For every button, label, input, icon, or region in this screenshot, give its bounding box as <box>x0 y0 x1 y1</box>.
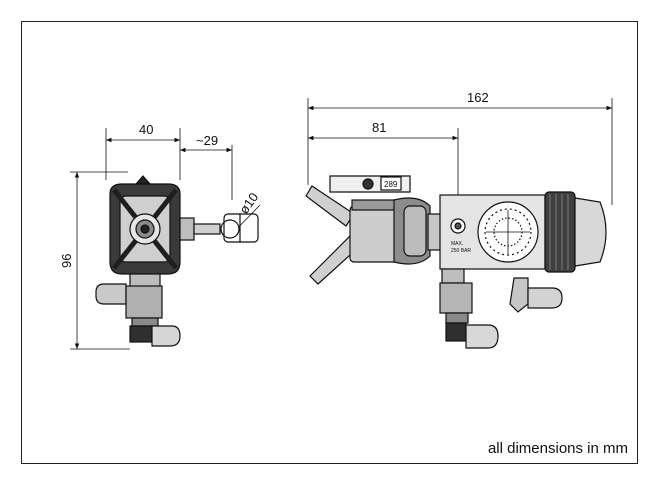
dimension-total-length-label: 162 <box>467 90 489 105</box>
dimension-offset <box>180 145 233 200</box>
units-note: all dimensions in mm <box>487 440 628 457</box>
side-view <box>95 175 259 347</box>
front-view: 289 MAX. 250 BAR <box>305 175 607 349</box>
dimension-width <box>105 128 181 180</box>
dimension-height <box>70 171 130 350</box>
dimension-total-length <box>307 98 613 205</box>
pressure-label-line1: MAX. <box>451 241 463 247</box>
dimension-offset-label: ~29 <box>196 133 218 148</box>
dimension-diameter-label: ø10 <box>236 190 261 217</box>
dimension-width-label: 40 <box>139 122 153 137</box>
dimension-front-length-label: 81 <box>372 120 386 135</box>
pressure-label-line2: 250 BAR <box>451 248 471 254</box>
dimension-front-length <box>308 128 459 195</box>
nozzle-size-label: 289 <box>384 180 398 189</box>
drawing-frame <box>21 21 638 464</box>
dimension-height-label: 96 <box>59 254 74 268</box>
